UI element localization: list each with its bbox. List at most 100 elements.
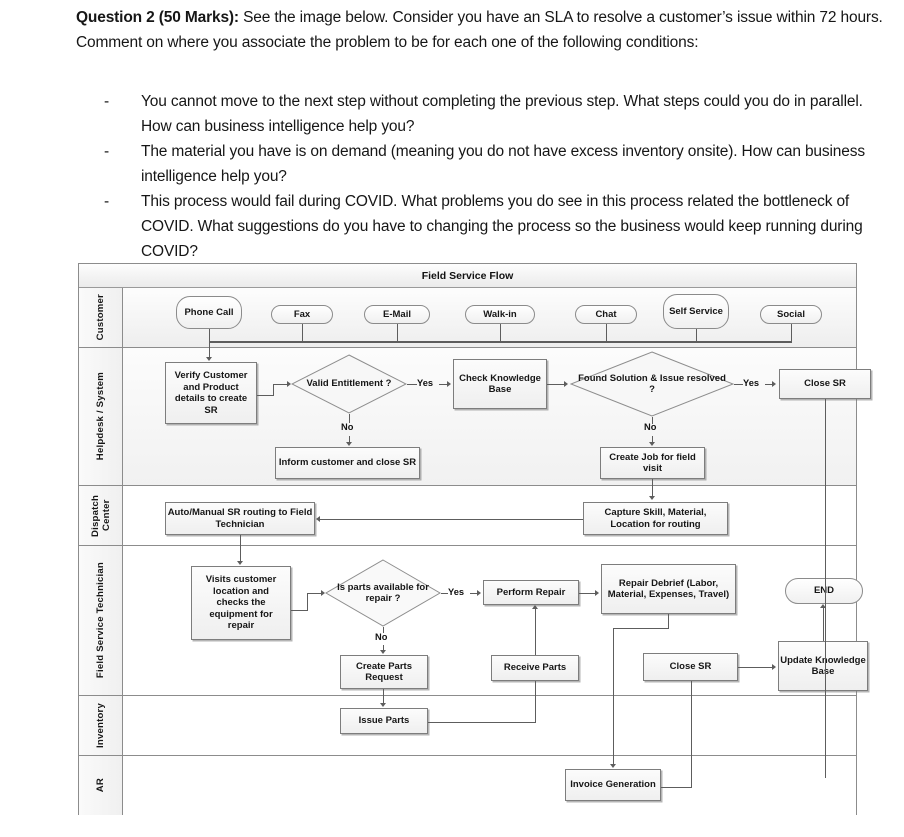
node-inform-customer[interactable]: Inform customer and close SR: [275, 447, 420, 479]
node-receive-parts[interactable]: Receive Parts: [491, 655, 579, 681]
arrowhead-right: [447, 381, 451, 387]
lane-inventory: Inventory Issue Parts: [79, 696, 856, 756]
list-item: - The material you have is on demand (me…: [104, 139, 894, 189]
node-found-solution[interactable]: Found Solution & Issue resolved ?: [570, 351, 734, 417]
edge-label-yes-3: Yes: [448, 587, 465, 597]
node-social[interactable]: Social: [760, 305, 822, 324]
diamond-shape-icon: [291, 354, 407, 414]
edge-label-yes-2: Yes: [743, 378, 760, 388]
list-item: - This process would fail during COVID. …: [104, 189, 894, 264]
node-label: Self Service: [669, 305, 723, 317]
node-close-sr-helpdesk[interactable]: Close SR: [779, 369, 871, 399]
node-perform-repair[interactable]: Perform Repair: [483, 580, 579, 605]
node-label: Update Knowledge Base: [780, 654, 866, 678]
question-paragraph: Question 2 (50 Marks): See the image bel…: [76, 5, 886, 55]
arrowhead-down: [206, 357, 212, 361]
node-close-sr-technician[interactable]: Close SR: [643, 653, 738, 681]
lane-label-inventory: Inventory: [79, 696, 123, 755]
bullet-text: The material you have is on demand (mean…: [141, 143, 865, 185]
node-visits-customer[interactable]: Visits customer location and checks the …: [191, 566, 291, 640]
arrowhead-down: [610, 764, 616, 768]
edge-label-no-1: No: [341, 422, 354, 432]
node-self-service[interactable]: Self Service: [663, 294, 729, 329]
node-label: Create Parts Request: [356, 660, 412, 684]
node-auto-manual-routing[interactable]: Auto/Manual SR routing to Field Technici…: [165, 502, 315, 535]
arrowhead-down: [237, 561, 243, 565]
connector-verify-elbow-h1: [257, 395, 273, 396]
node-label: Repair Debrief (Labor, Material, Expense…: [607, 577, 730, 601]
connector-issueparts-up: [535, 696, 536, 722]
connector-createparts-down: [383, 689, 384, 696]
node-is-parts-available[interactable]: Is parts available for repair ?: [325, 559, 441, 627]
node-end[interactable]: END: [785, 578, 863, 604]
node-create-job[interactable]: Create Job for field visit: [600, 447, 705, 479]
bullet-marker: -: [104, 143, 110, 160]
connector-walkin-stub: [500, 324, 501, 342]
node-phone-call[interactable]: Phone Call: [176, 296, 242, 329]
lane-label-field-service-technician: Field Service Technician: [79, 546, 123, 695]
lane-dispatch-center: Dispatch Center Capture Skill, Material,…: [79, 486, 856, 546]
connector-invoice-to-closesr-h: [661, 787, 692, 788]
connector-found-yes-h1: [734, 384, 743, 385]
connector-capture-to-routing: [319, 519, 583, 520]
arrowhead-down: [380, 703, 386, 707]
node-label: END: [813, 585, 835, 597]
arrowhead-right: [772, 664, 776, 670]
arrowhead-down: [380, 650, 386, 654]
arrowhead-up: [820, 604, 826, 608]
lane-label-dispatch-center: Dispatch Center: [79, 486, 123, 545]
node-verify-customer[interactable]: Verify Customer and Product details to c…: [165, 362, 257, 424]
connector-email-stub: [397, 324, 398, 342]
lane-label-text: Helpdesk / System: [95, 372, 106, 461]
node-walk-in[interactable]: Walk-in: [465, 305, 535, 324]
connector-closesrtech-down: [691, 681, 692, 696]
node-update-knowledge-base[interactable]: Update Knowledge Base: [778, 641, 868, 691]
node-valid-entitlement[interactable]: Valid Entitlement ?: [291, 354, 407, 414]
arrowhead-down: [649, 496, 655, 500]
lane-field-service-technician: Field Service Technician Visits customer…: [79, 546, 868, 696]
node-label: Verify Customer and Product details to c…: [174, 370, 248, 416]
arrowhead-right: [477, 590, 481, 596]
node-label: Create Job for field visit: [609, 451, 696, 475]
connector-found-yes-h2: [765, 384, 773, 385]
connector-closesrtech-passthrough: [691, 696, 692, 756]
arrowhead-down: [346, 442, 352, 446]
lane-label-text: Customer: [95, 294, 106, 341]
node-email[interactable]: E-Mail: [364, 305, 430, 324]
node-label: Auto/Manual SR routing to Field Technici…: [167, 507, 313, 530]
node-fax[interactable]: Fax: [271, 305, 333, 324]
connector-social-stub: [791, 324, 792, 342]
node-repair-debrief[interactable]: Repair Debrief (Labor, Material, Expense…: [601, 564, 736, 614]
node-label: Issue Parts: [358, 715, 410, 727]
connector-ent-no-v2: [349, 436, 350, 443]
node-issue-parts[interactable]: Issue Parts: [340, 708, 428, 734]
lane-label-ar: AR: [79, 756, 123, 815]
arrowhead-right: [321, 590, 325, 596]
node-invoice-generation[interactable]: Invoice Generation: [565, 769, 661, 801]
connector-verify-elbow-v: [273, 384, 274, 396]
lane-body-field-service-technician: Visits customer location and checks the …: [123, 546, 868, 696]
question-lead: See the image below. Consider you have a…: [76, 9, 883, 51]
node-label: Walk-in: [483, 308, 517, 320]
arrowhead-right: [564, 381, 568, 387]
edge-label-yes-1: Yes: [417, 378, 434, 388]
node-label: Perform Repair: [496, 586, 566, 598]
connector-found-no-v1: [652, 417, 653, 424]
arrowhead-down: [649, 442, 655, 446]
connector-receiveparts-down: [535, 681, 536, 696]
node-create-parts-request[interactable]: Create Parts Request: [340, 655, 428, 689]
field-service-flow-diagram: Field Service Flow Customer Phone Call F…: [78, 263, 871, 815]
node-capture-skill[interactable]: Capture Skill, Material, Location for ro…: [583, 502, 728, 535]
connector-createjob-down: [652, 479, 653, 488]
list-item: - You cannot move to the next step witho…: [104, 89, 894, 139]
connector-closesr-down: [825, 399, 826, 488]
lane-body-ar: Invoice Generation: [123, 756, 856, 815]
connector-selfservice-stub: [696, 329, 697, 342]
node-chat[interactable]: Chat: [575, 305, 637, 324]
lane-label-text: Inventory: [95, 703, 106, 748]
lane-label-text: Field Service Technician: [95, 562, 106, 679]
connector-visits-elbow-h2: [307, 593, 322, 594]
node-check-knowledge-base[interactable]: Check Knowledge Base: [453, 359, 547, 409]
bullet-marker: -: [104, 193, 110, 210]
